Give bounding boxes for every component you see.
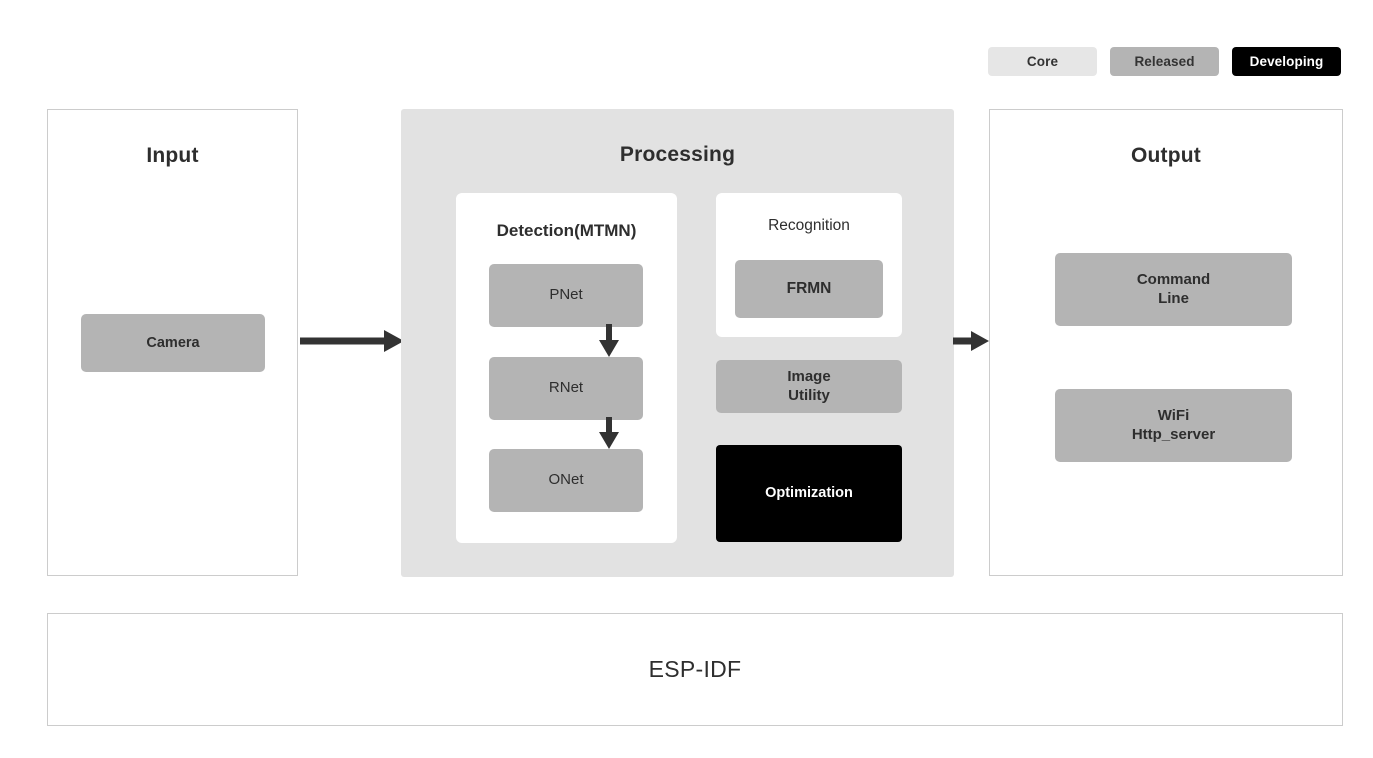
legend-chip-core-label: Core <box>1026 54 1059 69</box>
legend: Core Released Developing <box>988 47 1341 76</box>
legend-chip-core[interactable]: Core <box>988 47 1097 76</box>
block-rnet[interactable]: RNet <box>489 357 643 420</box>
block-onet[interactable]: ONet <box>489 449 643 512</box>
arrow-pnet-to-rnet-icon <box>599 324 619 357</box>
block-optimization[interactable]: Optimization <box>716 445 902 542</box>
bar-esp-idf: ESP-IDF <box>47 613 1343 726</box>
card-recognition: Recognition FRMN <box>716 193 902 337</box>
card-detection: Detection(MTMN) PNet RNet ONet <box>456 193 677 543</box>
legend-chip-developing[interactable]: Developing <box>1232 47 1341 76</box>
card-recognition-title: Recognition <box>768 217 850 234</box>
legend-chip-released[interactable]: Released <box>1110 47 1219 76</box>
card-detection-title: Detection(MTMN) <box>496 221 637 240</box>
panel-input: Input Camera <box>47 109 298 576</box>
block-wifi-http-server[interactable]: WiFi Http_server <box>1055 389 1292 462</box>
block-frmn[interactable]: FRMN <box>735 260 883 318</box>
panel-input-title: Input <box>146 144 199 167</box>
block-camera[interactable]: Camera <box>81 314 265 372</box>
block-command-line[interactable]: Command Line <box>1055 253 1292 326</box>
legend-chip-developing-label: Developing <box>1249 54 1324 69</box>
arrow-rnet-to-onet-icon <box>599 417 619 449</box>
panel-output-title: Output <box>1130 144 1201 167</box>
block-image-utility[interactable]: Image Utility <box>716 360 902 413</box>
block-pnet[interactable]: PNet <box>489 264 643 327</box>
bar-esp-idf-label: ESP-IDF <box>648 656 742 682</box>
panel-output: Output Command Line WiFi Http_server <box>989 109 1343 576</box>
legend-chip-released-label: Released <box>1134 54 1195 69</box>
arrow-input-to-processing-icon <box>300 330 404 352</box>
panel-processing: Processing Detection(MTMN) PNet RNet ONe… <box>401 109 954 577</box>
arrow-processing-to-output-icon <box>953 331 989 351</box>
panel-processing-title: Processing <box>619 143 736 166</box>
